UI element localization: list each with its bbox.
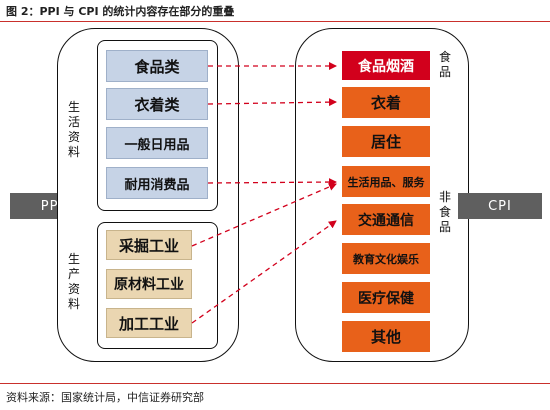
ppi-item-raw-materials: 原材料工业	[106, 269, 192, 299]
group-label-living: 生活资料	[67, 100, 80, 159]
cpi-item-healthcare: 医疗保健	[342, 282, 430, 313]
ppi-item-daily-goods: 一般日用品	[106, 127, 208, 159]
ppi-item-durable-goods: 耐用消费品	[106, 167, 208, 199]
ppi-item-clothing: 衣着类	[106, 88, 208, 120]
cpi-item-education-culture-entertainment: 教育文化娱乐	[342, 243, 430, 274]
arrow-durable-to-household	[207, 178, 337, 187]
ppi-item-mining: 采掘工业	[106, 230, 192, 260]
cpi-item-transport-communication: 交通通信	[342, 204, 430, 235]
ppi-item-food: 食品类	[106, 50, 208, 82]
arrow-clothing-to-clothing	[207, 98, 337, 107]
top-divider	[0, 21, 550, 22]
cpi-label: CPI	[488, 198, 512, 214]
arrow-mining-to-household	[191, 183, 337, 247]
arrow-processing-to-transport	[191, 220, 337, 324]
source-note: 资料来源：国家统计局，中信证券研究部	[6, 391, 204, 404]
figure-title: 图 2：PPI 与 CPI 的统计内容存在部分的重叠	[6, 5, 235, 18]
ppi-item-processing: 加工工业	[106, 308, 192, 338]
cpi-side-label-nonfood: 非食品	[438, 190, 451, 234]
cpi-item-clothing: 衣着	[342, 87, 430, 118]
cpi-item-housing: 居住	[342, 126, 430, 157]
bottom-divider	[0, 383, 550, 384]
cpi-item-food-tobacco-alcohol: 食品烟酒	[342, 51, 430, 80]
ppi-label: PPI	[40, 198, 64, 214]
group-label-production: 生产资料	[67, 252, 80, 311]
cpi-box: CPI	[458, 193, 542, 219]
cpi-item-other: 其他	[342, 321, 430, 352]
cpi-side-label-food: 食品	[438, 50, 451, 79]
cpi-item-household-goods-services: 生活用品、服务	[342, 166, 430, 197]
